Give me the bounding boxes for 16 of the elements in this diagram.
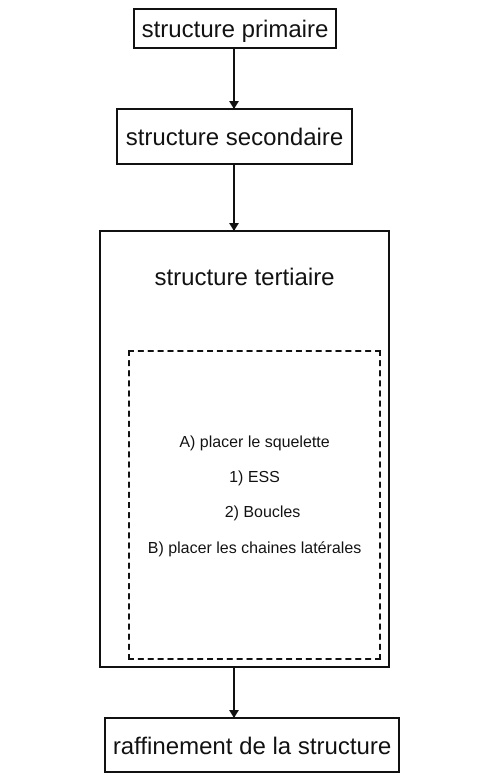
process-box bbox=[116, 108, 353, 165]
step-text: B) placer les chaines latérales bbox=[146, 540, 362, 558]
process-box bbox=[133, 8, 337, 49]
process-box bbox=[99, 230, 390, 668]
step-text: 1) ESS bbox=[228, 469, 281, 488]
dashed-group-box bbox=[128, 350, 381, 660]
step-text: A) placer le squelette bbox=[178, 434, 331, 452]
step-text: 2) Boucles bbox=[224, 504, 302, 522]
box-label: structure tertiaire bbox=[153, 264, 336, 292]
arrow bbox=[229, 668, 239, 718]
arrow bbox=[229, 49, 239, 109]
process-box bbox=[104, 717, 400, 773]
box-label: structure primaire bbox=[140, 16, 330, 44]
arrow bbox=[229, 165, 239, 231]
box-label: raffinement de la structure bbox=[112, 732, 392, 761]
box-label: structure secondaire bbox=[124, 124, 344, 152]
